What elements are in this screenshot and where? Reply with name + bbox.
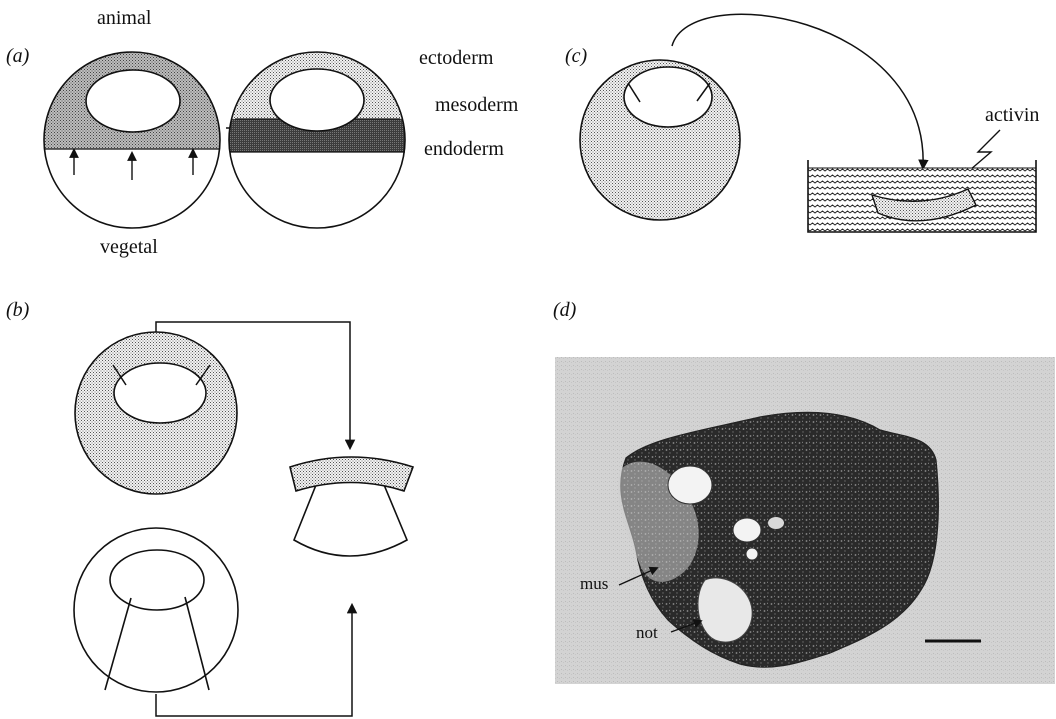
panel-b-label: (b) [6,299,30,321]
vegetal-label: vegetal [100,236,158,258]
panel-d-label: (d) [553,299,577,321]
panel-a: (a) animal vegetal [6,7,519,258]
panel-c: (c) activin [565,14,1039,232]
panel-d: (d) mus not [553,299,1055,684]
muscle-label: mus [580,574,608,593]
cavity [746,548,758,560]
culture-dish [808,160,1036,232]
panel-a-label: (a) [6,45,30,67]
blastocoel [86,70,180,132]
activin-label: activin [985,104,1039,126]
cavity [668,466,712,504]
mesoderm-label: mesoderm [435,94,519,116]
embryo-after-induction [225,50,415,242]
endoderm-label: endoderm [424,138,504,160]
cavity [733,518,761,542]
panel-c-label: (c) [565,45,588,67]
notochord-label: not [636,623,658,642]
conjugate [290,457,413,556]
animal-label: animal [97,7,152,29]
embryo-before-induction [40,50,230,239]
ectoderm-label: ectoderm [419,47,494,69]
vegetal-base [294,480,407,556]
panel-b: (b) [6,299,413,716]
